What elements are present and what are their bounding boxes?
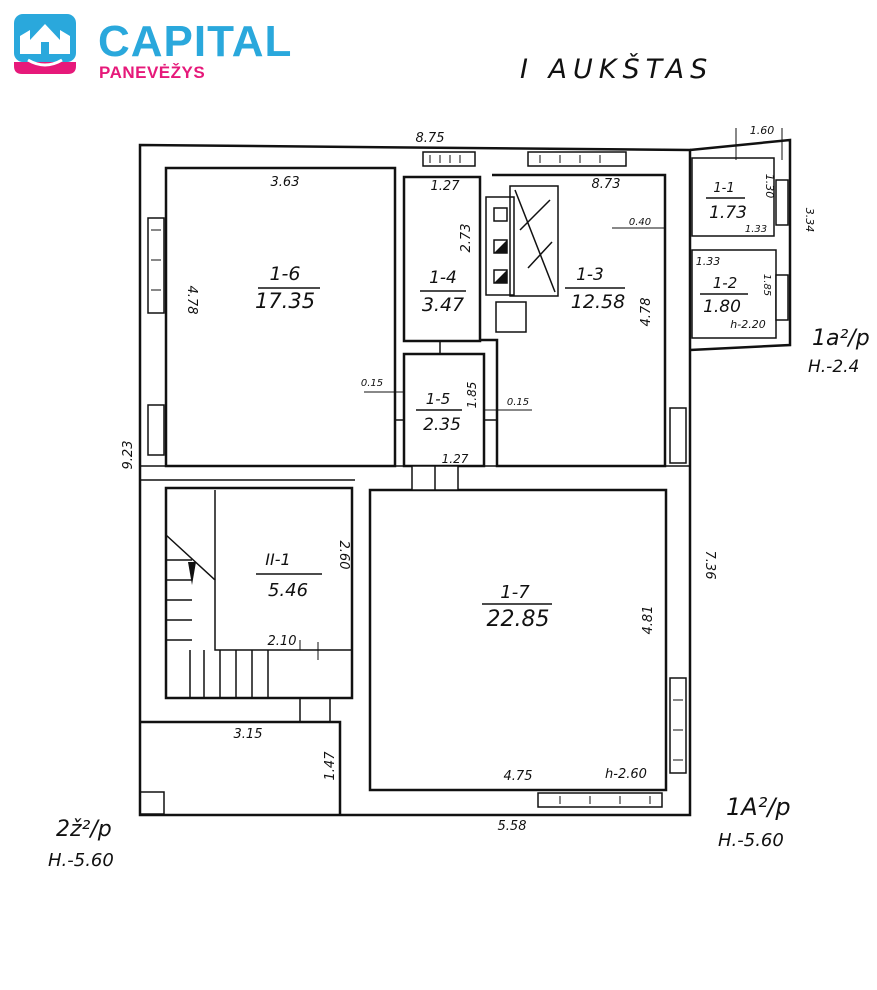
room-1-2-id: 1-2 (713, 274, 738, 292)
floor-title: I AUKŠTAS (520, 54, 714, 85)
dim-porch-width: 3.15 (234, 727, 263, 742)
dim-room-1-4-width: 1.27 (431, 179, 461, 194)
dim-room-1-5-depth: 1.85 (465, 382, 479, 409)
dim-left-overall: 9.23 (121, 441, 136, 470)
room-1-1-id: 1-1 (713, 181, 734, 196)
room-1-4-area: 3.47 (422, 294, 464, 316)
staircase (165, 490, 352, 722)
logo-brand-name: CAPITAL (98, 17, 293, 66)
window-glazing (151, 155, 683, 804)
dim-room-ii-1-depth: 2.60 (336, 541, 351, 570)
rear-building-code: 2ž²/p (56, 817, 112, 842)
room-label-underlines (256, 197, 748, 605)
logo-city-name: PANEVĖŽYS (99, 63, 206, 82)
stove-fill (494, 240, 507, 283)
dim-top-overall: 8.75 (416, 131, 445, 146)
doors (396, 341, 497, 491)
dim-room-1-2-width: 1.33 (696, 255, 721, 268)
dim-room-1-2-depth: 1.85 (761, 274, 772, 296)
main-building-height: H.-5.60 (718, 830, 784, 851)
dim-offset-015-right: 0.15 (507, 397, 529, 408)
windows (147, 151, 789, 808)
dim-offset-015-left: 0.15 (361, 378, 383, 389)
dim-room-1-6-width: 3.63 (271, 175, 300, 190)
building-labels: 1a²/p H.-2.4 1A²/p H.-5.60 2ž²/p H.-5.60 (48, 326, 870, 871)
room-1-6-area: 17.35 (255, 289, 315, 313)
dim-room-1-1-depth: 1.30 (763, 174, 776, 199)
room-1-7-id: 1-7 (500, 582, 530, 603)
capital-logo: CAPITAL PANEVĖŽYS (14, 14, 291, 82)
room-1-5-area: 2.35 (423, 415, 461, 435)
dim-room-1-3-width: 8.73 (592, 177, 621, 192)
rear-building-height: H.-5.60 (48, 850, 114, 871)
room-1-2-area: 1.80 (703, 297, 741, 317)
room-1-7-area: 22.85 (487, 607, 550, 632)
dim-room-1-3-depth: 4.78 (639, 298, 654, 327)
stove (485, 185, 559, 333)
dim-room-1-6-depth: 4.78 (184, 286, 199, 315)
dim-room-1-5-width: 1.27 (442, 452, 469, 466)
dim-room-1-1-width: 1.33 (745, 224, 767, 235)
annex-building-code: 1a²/p (812, 326, 870, 351)
room-1-6-id: 1-6 (269, 263, 300, 285)
dim-room-1-7-height: h-2.60 (605, 767, 647, 782)
stair-arrow-icon (188, 562, 196, 585)
dim-annex-top: 1.60 (750, 124, 775, 137)
room-1-3-id: 1-3 (576, 265, 604, 285)
dim-room-ii-1-width: 2.10 (268, 634, 297, 649)
room-ii-1-id: II-1 (265, 550, 290, 569)
dim-offset-040: 0.40 (629, 217, 651, 228)
dim-room-1-7-width: 4.75 (504, 769, 533, 784)
dim-room-1-7-depth: 4.81 (641, 606, 656, 635)
room-ii-1-area: 5.46 (268, 580, 308, 601)
room-1-5-id: 1-5 (426, 390, 451, 408)
annex-building-height: H.-2.4 (808, 357, 859, 377)
dim-annex-side: 3.34 (803, 208, 816, 233)
walls (138, 138, 792, 817)
house-logo-icon (14, 14, 76, 74)
dimension-ticks (299, 128, 783, 660)
room-1-1-area: 1.73 (709, 203, 747, 223)
dim-room-1-4-depth: 2.73 (459, 224, 474, 253)
room-1-3-area: 12.58 (571, 291, 625, 313)
dim-room-1-2-height: h-2.20 (730, 318, 765, 331)
main-building-code: 1A²/p (726, 793, 791, 821)
dim-bottom-overall: 5.58 (498, 819, 527, 834)
room-1-4-id: 1-4 (429, 268, 457, 288)
dimension-labels: 8.75 3.63 4.78 1.27 2.73 8.73 4.78 1.60 … (121, 124, 816, 834)
room-labels: 1-6 17.35 1-4 3.47 1-3 12.58 1-1 1.73 1-… (255, 181, 747, 632)
dim-right-overall: 7.36 (702, 551, 717, 580)
dim-porch-depth: 1.47 (323, 751, 338, 781)
